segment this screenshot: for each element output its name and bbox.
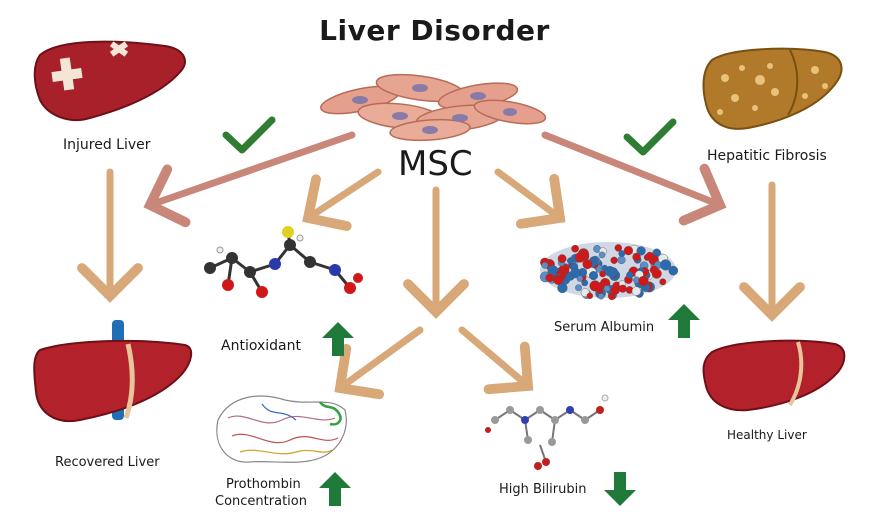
- albumin-atom: [614, 244, 622, 252]
- albumin-atom: [651, 268, 662, 279]
- albumin-atom: [617, 255, 626, 265]
- albumin-atom: [553, 274, 564, 285]
- albumin-atom: [570, 267, 581, 279]
- arrow-to-prothombin: [334, 326, 424, 400]
- albumin-atom: [601, 264, 608, 272]
- albumin-atom: [623, 246, 634, 256]
- fibrosis-liver-icon: [702, 47, 843, 130]
- albumin-atom: [610, 285, 620, 295]
- albumin-atom: [571, 244, 579, 253]
- arrow-to-bilirubin: [458, 326, 534, 395]
- healthy-liver-icon: [702, 339, 846, 412]
- diagram-title: Liver Disorder: [319, 14, 550, 47]
- high-bilirubin-label: High Bilirubin: [499, 482, 587, 497]
- recovered-liver-icon: [33, 320, 193, 423]
- healthy-liver-label: Healthy Liver: [727, 428, 807, 442]
- albumin-atom: [582, 259, 593, 270]
- albumin-atom: [607, 267, 619, 278]
- albumin-atom: [636, 246, 646, 256]
- albumin-atom: [545, 273, 555, 283]
- albumin-up-arrow-icon: [668, 304, 700, 338]
- albumin-atom: [576, 275, 584, 282]
- albumin-atom: [632, 252, 641, 262]
- antioxidant-atoms: [204, 226, 363, 298]
- albumin-atom: [574, 251, 586, 263]
- albumin-atom: [645, 251, 654, 261]
- albumin-atom: [589, 271, 599, 281]
- prothombin-protein-icon: [216, 395, 347, 463]
- albumin-atom: [603, 285, 611, 292]
- msc-cells-icon: [320, 73, 547, 142]
- albumin-atom: [659, 278, 667, 286]
- albumin-atom: [631, 286, 642, 296]
- arrow-msc-to-recovered: [143, 131, 356, 228]
- albumin-atom: [626, 271, 634, 279]
- albumin-atom: [598, 251, 606, 259]
- hepatic-fibrosis-label: Hepatitic Fibrosis: [707, 148, 827, 164]
- check-icon-left: [222, 116, 276, 154]
- albumin-atom: [618, 284, 627, 293]
- bilirubin-down-arrow-icon: [604, 472, 636, 506]
- bilirubin-atoms: [485, 394, 609, 470]
- albumin-atom: [660, 259, 672, 271]
- antioxidant-label: Antioxidant: [221, 338, 301, 354]
- albumin-atom: [586, 292, 593, 300]
- arrow-msc-to-albumin: [494, 168, 566, 229]
- albumin-atom: [668, 265, 679, 276]
- albumin-atom: [589, 280, 601, 292]
- check-icon-right: [623, 118, 677, 156]
- albumin-atom: [541, 261, 549, 269]
- albumin-atom: [610, 256, 618, 264]
- albumin-atom: [598, 293, 605, 300]
- prothombin-up-arrow-icon: [319, 472, 351, 506]
- prothombin-label-line2: Concentration: [215, 494, 307, 509]
- msc-label: MSC: [398, 144, 473, 184]
- arrow-msc-to-healthy: [541, 131, 727, 226]
- serum-albumin-label: Serum Albumin: [554, 320, 655, 335]
- recovered-liver-label: Recovered Liver: [55, 455, 160, 470]
- arrow-msc-to-antioxidant: [302, 168, 382, 231]
- injured-liver-label: Injured Liver: [63, 137, 151, 153]
- albumin-atom: [638, 275, 649, 287]
- antioxidant-up-arrow-icon: [322, 322, 354, 356]
- injured-liver-icon: [33, 40, 186, 121]
- albumin-atom: [557, 254, 567, 264]
- albumin-molecule-icon: [539, 242, 679, 301]
- albumin-atom: [575, 284, 582, 292]
- prothombin-label-line1: Prothombin: [226, 477, 301, 492]
